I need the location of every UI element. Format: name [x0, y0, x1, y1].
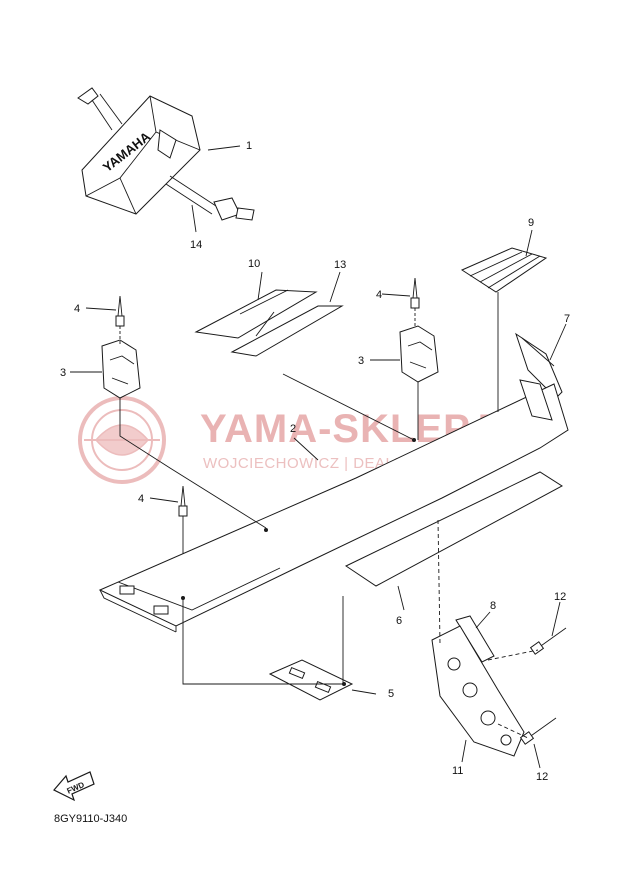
part-6-lower-mat [344, 471, 563, 587]
callout-label: 4 [74, 303, 80, 315]
part-2-deck-mat [98, 379, 569, 633]
callout-label: 12 [554, 591, 566, 603]
part-13-decal [230, 305, 344, 357]
callout-label: 11 [452, 765, 463, 777]
callout-label: 14 [190, 239, 202, 251]
callout-label: 8 [490, 600, 496, 612]
part-12-pin-upper [529, 627, 567, 655]
part-14-strap [165, 175, 255, 221]
part-5-plate [268, 659, 354, 701]
part-12-pin-lower [519, 717, 557, 745]
callout-label: 3 [358, 355, 364, 367]
callout-label: 4 [376, 289, 382, 301]
callout-label: 1 [246, 140, 252, 152]
part-7-bracket [515, 332, 563, 399]
callout-numbers: 1 2 3 3 4 4 4 5 6 7 8 9 10 11 12 12 13 1… [60, 140, 570, 783]
fwd-arrow-icon: FWD [53, 771, 95, 802]
callout-label: 7 [564, 313, 570, 325]
callout-label: 9 [528, 217, 534, 229]
watermark-logo-icon [78, 396, 166, 484]
callout-label: 10 [248, 258, 260, 270]
callout-label: 2 [290, 423, 296, 435]
part-9-pad [460, 247, 548, 293]
part-4-pin-right [410, 277, 420, 326]
callout-label: 6 [396, 615, 402, 627]
assembly-lines [119, 292, 539, 739]
callout-label: 5 [388, 688, 394, 700]
callout-label: 13 [334, 259, 346, 271]
callout-label: 3 [60, 367, 66, 379]
part-3-bracket-right [399, 325, 439, 383]
leader-lines [70, 145, 567, 769]
part-1-cover-bag: YAMAHA [77, 87, 201, 215]
part-3-bracket-left [101, 339, 141, 399]
callout-label: 12 [536, 771, 548, 783]
diagram-code: 8GY9110-J340 [54, 813, 127, 825]
part-11-bracket-plate [431, 625, 525, 757]
callout-label: 4 [138, 493, 144, 505]
part-4-pin-left [115, 295, 125, 344]
part-10-decal [194, 289, 318, 339]
